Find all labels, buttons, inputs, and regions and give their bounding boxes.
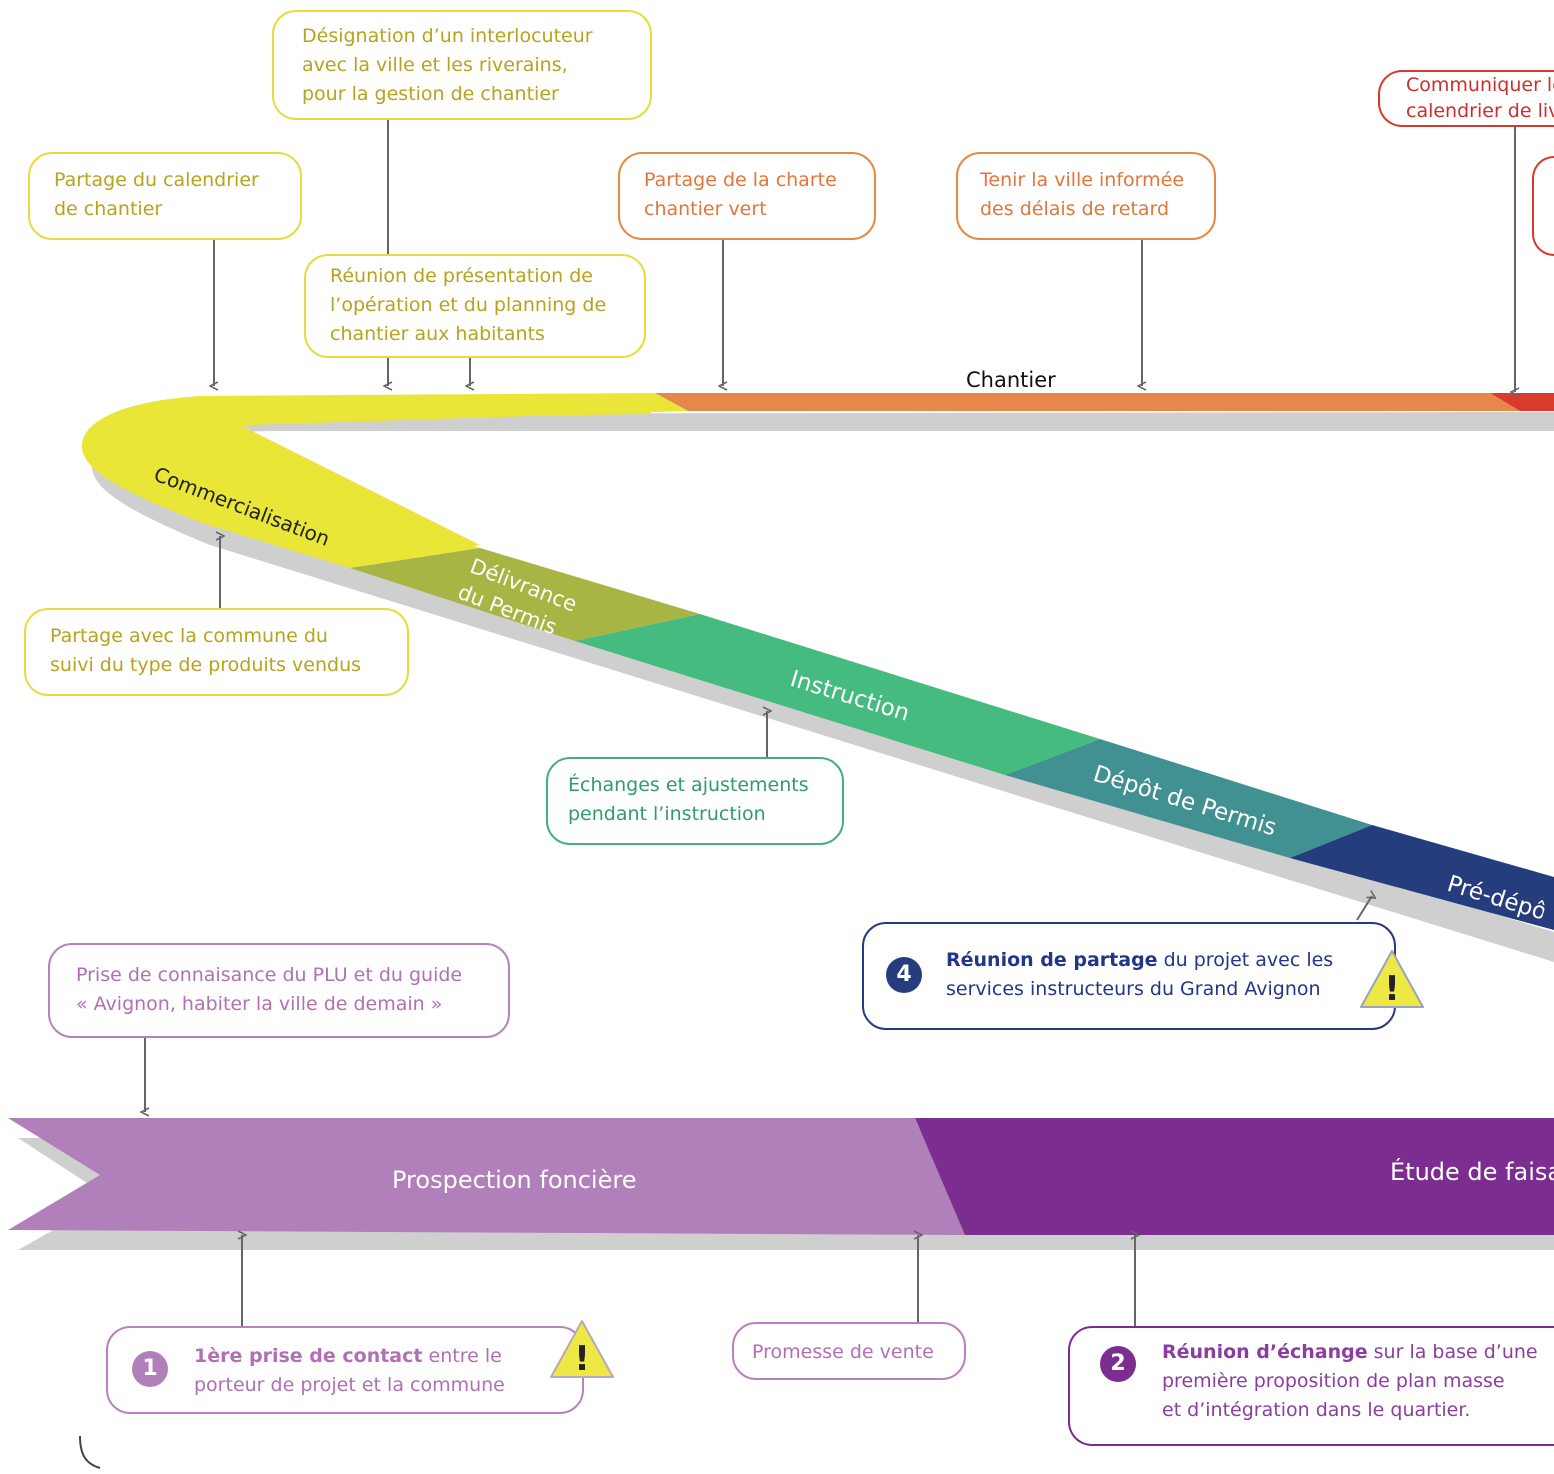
note-charte: Partage de la charte chantier vert xyxy=(618,152,876,240)
note-prise-line1: Prise de connaisance du PLU et du guide xyxy=(76,964,463,986)
note-communiquer-line1: Communiquer le xyxy=(1406,74,1554,96)
step4-line2: services instructeurs du Grand Avignon xyxy=(946,978,1321,1000)
phase-prospection-band xyxy=(8,1118,965,1235)
phase-label-etude: Étude de faisabilité xyxy=(1390,1158,1554,1186)
note-designation-line3: pour la gestion de chantier xyxy=(302,83,559,105)
note-promesse-text: Promesse de vente xyxy=(752,1341,934,1363)
warning-icon-step4-glyph: ! xyxy=(1384,969,1400,1009)
corner-mark xyxy=(79,1435,101,1469)
step4-line1: Réunion de partage du projet avec les xyxy=(946,946,1380,975)
phase-instruction-band xyxy=(575,614,1100,775)
step2-box: Réunion d’échange sur la base d’une prem… xyxy=(1068,1326,1554,1446)
step1-line1: 1ère prise de contact entre le xyxy=(194,1342,572,1371)
phase-label-chantier: Chantier xyxy=(966,368,1056,392)
note-calendrier-line1: Partage du calendrier xyxy=(54,169,259,191)
step2-number-badge: 2 xyxy=(1100,1346,1136,1382)
note-echanges-line2: pendant l’instruction xyxy=(568,803,766,825)
step4-number-badge: 4 xyxy=(886,957,922,993)
note-echanges: Échanges et ajustements pendant l’instru… xyxy=(546,757,844,845)
step2-line3: et d’intégration dans le quartier. xyxy=(1162,1399,1471,1421)
note-calendrier: Partage du calendrier de chantier xyxy=(28,152,302,240)
note-communiquer: Communiquer le calendrier de livraison xyxy=(1378,70,1554,127)
phase-etude-band xyxy=(915,1118,1554,1235)
phase-label-prospection: Prospection foncière xyxy=(392,1166,637,1194)
connectors xyxy=(145,120,1515,1326)
phase-chantier-band xyxy=(655,393,1520,411)
note-retard-line1: Tenir la ville informée xyxy=(980,169,1185,191)
step2-line2: première proposition de plan masse xyxy=(1162,1370,1505,1392)
note-promesse: Promesse de vente xyxy=(732,1322,966,1380)
note-reunion-line1: Réunion de présentation de xyxy=(330,265,593,287)
note-charte-line2: chantier vert xyxy=(644,198,767,220)
warning-icon-step4: ! xyxy=(1360,950,1424,1009)
note-charte-line1: Partage de la charte xyxy=(644,169,837,191)
phase-predepot-band xyxy=(1290,825,1554,930)
note-echanges-line1: Échanges et ajustements xyxy=(568,774,809,796)
step4-title: Réunion de partage xyxy=(946,949,1158,971)
note-produits-line2: suivi du type de produits vendus xyxy=(50,654,362,676)
phase-depot-band xyxy=(1005,739,1372,858)
warning-icon-step1: ! xyxy=(550,1320,614,1379)
note-partage-produits: Partage avec la commune du suivi du type… xyxy=(24,608,409,696)
step4-text: du projet avec les xyxy=(1157,949,1334,971)
note-reunion-presentation: Réunion de présentation de l’opération e… xyxy=(304,254,646,358)
note-designation-line2: avec la ville et les riverains, xyxy=(302,54,568,76)
phase-livraison-band xyxy=(1490,393,1554,411)
note-communiquer-line2: calendrier de livraison xyxy=(1406,100,1554,122)
step1-title: 1ère prise de contact xyxy=(194,1345,423,1367)
step1-line2: porteur de projet et la commune xyxy=(194,1374,505,1396)
step2-line1: Réunion d’échange sur la base d’une xyxy=(1162,1338,1554,1367)
step1-box: 1ère prise de contact entre le porteur d… xyxy=(106,1326,584,1414)
step2-text: sur la base d’une xyxy=(1367,1341,1538,1363)
warning-icon-step1-glyph: ! xyxy=(574,1339,590,1379)
note-reunion-line3: chantier aux habitants xyxy=(330,323,545,345)
note-produits-line1: Partage avec la commune du xyxy=(50,625,328,647)
note-retard: Tenir la ville informée des délais de re… xyxy=(956,152,1216,240)
step2-title: Réunion d’échange xyxy=(1162,1341,1368,1363)
note-prise-connaissance: Prise de connaisance du PLU et du guide … xyxy=(48,943,510,1038)
phase-delivrance-band xyxy=(350,548,700,641)
arrow-step4 xyxy=(1356,896,1372,921)
note-designation-line1: Désignation d’un interlocuteur xyxy=(302,25,593,47)
step4-box: Réunion de partage du projet avec les se… xyxy=(862,922,1396,1030)
step1-text: entre le xyxy=(422,1345,502,1367)
note-designation: Désignation d’un interlocuteur avec la v… xyxy=(272,10,652,120)
note-calendrier-line2: de chantier xyxy=(54,198,163,220)
note-prise-line2: « Avignon, habiter la ville de demain » xyxy=(76,993,443,1015)
note-retard-line2: des délais de retard xyxy=(980,198,1170,220)
note-red-partial xyxy=(1532,156,1554,256)
step1-number-badge: 1 xyxy=(132,1351,168,1387)
note-reunion-line2: l’opération et du planning de xyxy=(330,294,607,316)
phase-commercialisation-curve xyxy=(82,393,688,568)
